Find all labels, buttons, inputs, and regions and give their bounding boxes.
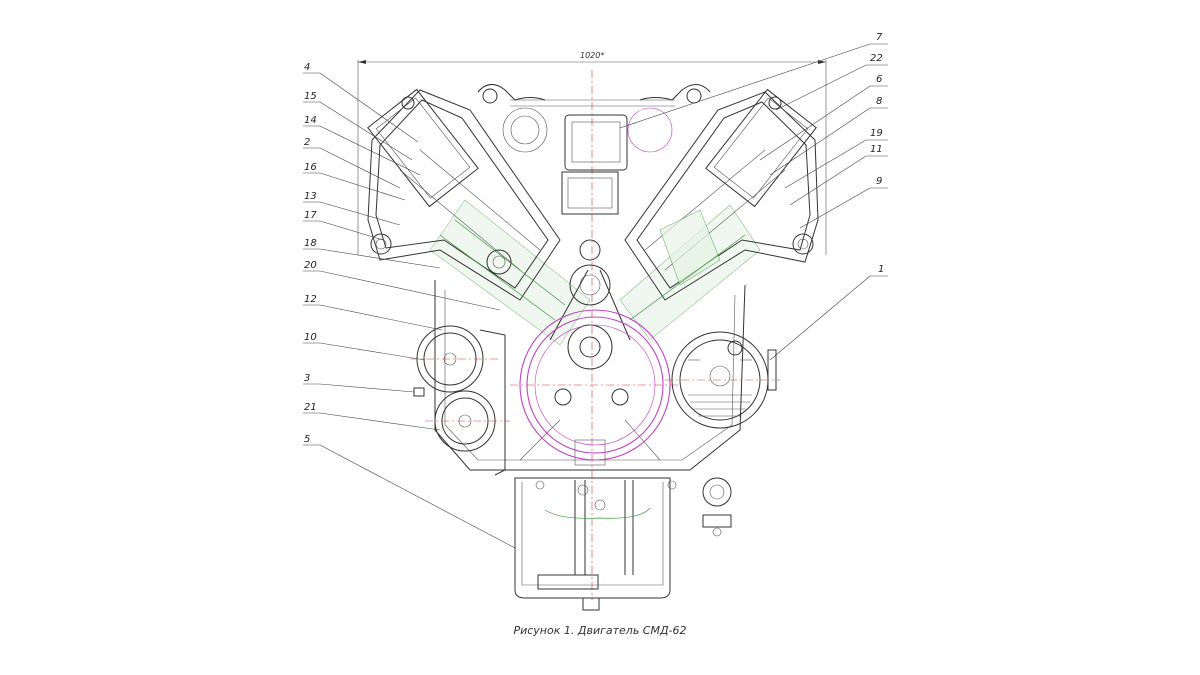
svg-text:18: 18 [304,238,317,249]
callout-17: 17 [303,210,384,241]
callout-9: 9 [799,176,888,229]
callouts-left: 4 15 14 2 16 13 17 18 [303,62,516,549]
callout-11: 11 [789,144,888,206]
svg-text:9: 9 [876,176,882,187]
callout-20: 20 [303,260,501,311]
callout-3: 3 [303,373,415,393]
callout-22: 22 [775,53,888,111]
svg-text:21: 21 [304,402,317,413]
callout-1: 1 [769,264,888,361]
dimension-label: 1020* [580,51,604,60]
svg-text:8: 8 [876,96,882,107]
left-cylinder-bank [367,88,591,346]
svg-text:5: 5 [304,434,310,445]
svg-text:16: 16 [304,162,317,173]
callout-8: 8 [769,96,888,176]
svg-text:4: 4 [304,62,310,73]
svg-text:13: 13 [304,191,317,202]
callout-13: 13 [303,191,401,226]
svg-text:19: 19 [870,128,883,139]
svg-text:14: 14 [304,115,317,126]
svg-text:3: 3 [304,373,310,384]
right-cylinder-bank [619,88,819,341]
callout-21: 21 [303,402,441,431]
fuel-pump-assembly [477,84,711,341]
callout-6: 6 [759,74,888,161]
svg-text:6: 6 [876,74,882,85]
svg-text:15: 15 [304,91,317,102]
svg-text:22: 22 [870,53,883,64]
oil-pan [514,477,677,611]
svg-text:11: 11 [870,144,883,155]
callout-2: 2 [303,137,401,189]
callout-18: 18 [303,238,441,269]
generator [665,331,780,537]
callout-15: 15 [303,91,413,161]
callout-5: 5 [303,434,516,549]
callout-14: 14 [303,115,421,176]
left-pulleys [410,325,510,476]
callout-19: 19 [784,128,888,189]
svg-text:7: 7 [876,32,883,43]
figure-caption: Рисунок 1. Двигатель СМД-62 [513,624,687,637]
crankshaft-circle [510,309,680,461]
svg-text:20: 20 [304,260,317,271]
callout-7: 7 [619,32,888,129]
svg-text:1: 1 [878,264,884,275]
callouts-right: 7 22 6 8 19 11 9 1 [619,32,888,361]
svg-text:2: 2 [304,137,310,148]
crankcase [434,280,746,471]
svg-text:10: 10 [304,332,317,343]
svg-text:17: 17 [304,210,317,221]
svg-text:12: 12 [304,294,317,305]
callout-4: 4 [303,62,419,143]
callout-12: 12 [303,294,443,331]
callout-10: 10 [303,332,426,361]
callout-16: 16 [303,162,406,201]
